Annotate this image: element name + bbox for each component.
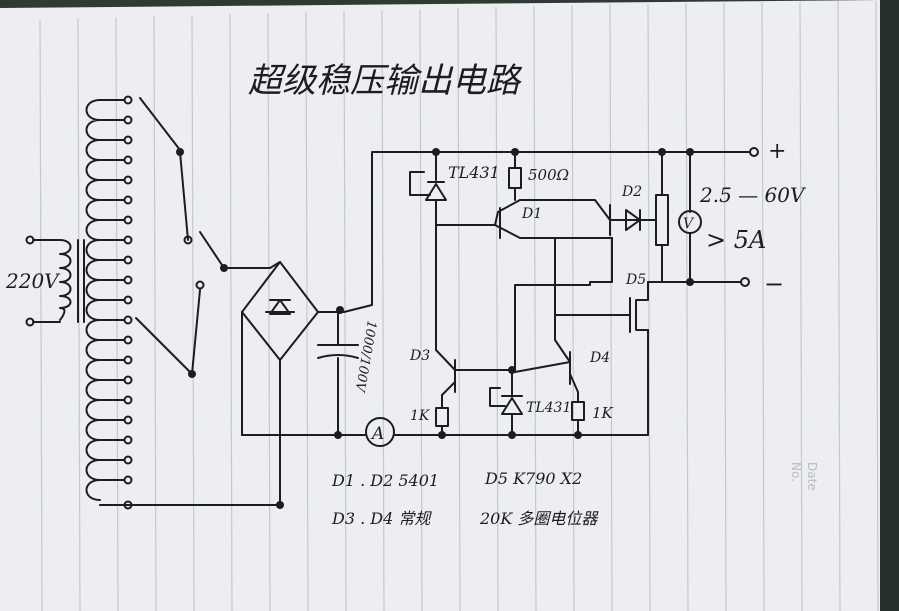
tap-terminals: [99, 95, 133, 510]
tl431-bottom-label: TL431: [526, 400, 571, 416]
note-line1-right: D5 K790 X2: [484, 469, 582, 488]
output-current: > 5A: [706, 226, 766, 254]
bridge-rectifier: [99, 261, 345, 509]
positive-rail: [343, 151, 751, 313]
output-voltage-range: 2.5 — 60V: [699, 183, 807, 207]
note-line1-left: D1 . D2 5401: [331, 471, 439, 490]
output-negative-label: −: [764, 270, 784, 298]
tl431-top-label: TL431: [448, 163, 500, 182]
ammeter: [365, 417, 395, 447]
output-positive-label: +: [768, 139, 786, 164]
r-right-label: 1K: [592, 404, 614, 422]
voltmeter: V: [678, 151, 702, 286]
no-label: No.: [789, 462, 803, 482]
diagram-title: 超级稳压输出电路: [248, 61, 523, 101]
d2-label: D2: [621, 184, 642, 200]
potentiometer: [639, 151, 669, 283]
r-left-label: 1K: [410, 408, 431, 424]
tap-selector-switches: [135, 97, 271, 378]
d4-label: D4: [589, 350, 610, 366]
date-label: Date: [805, 462, 819, 491]
d4-transistor: D4 1K: [514, 314, 614, 436]
ammeter-label: A: [370, 424, 384, 444]
d5-label: D5: [625, 272, 646, 288]
resistor-500-label: 500Ω: [528, 166, 569, 184]
ac-input-label: 220V: [5, 269, 61, 293]
tl431-reference-top: TL431: [409, 151, 500, 223]
resistor-500: 500Ω: [508, 151, 569, 201]
d1-label: D1: [521, 206, 542, 222]
d1-transistor: D1: [435, 199, 621, 239]
d3-label: D3: [409, 348, 430, 364]
ruled-lines: [39, 0, 879, 611]
output-negative-terminal: [740, 277, 750, 287]
d3-transistor: D3 1K: [409, 221, 516, 436]
tl431-reference-bottom: TL431: [489, 366, 571, 436]
note-line2-left: D3 . D4 常规: [331, 509, 432, 528]
voltmeter-label: V: [683, 216, 695, 232]
d5-mosfet: D5: [514, 237, 649, 371]
note-line2-right: 20K 多圈电位器: [479, 509, 599, 528]
output-positive-terminal: [749, 147, 759, 157]
primary-winding: [59, 239, 72, 321]
